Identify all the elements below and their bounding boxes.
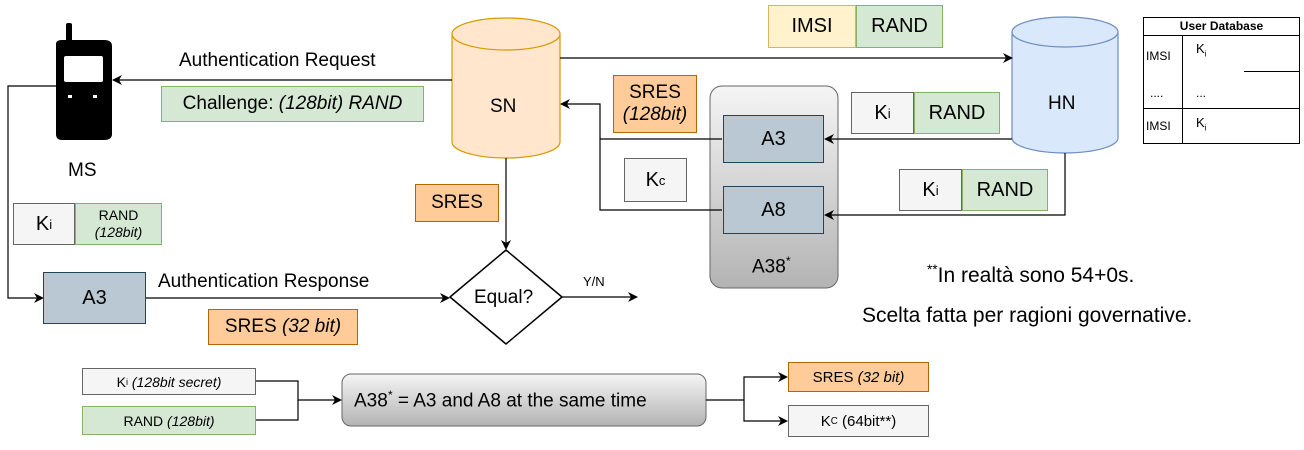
sn-cylinder [451,17,561,159]
challenge-box: Challenge: (128bit) RAND [161,86,424,122]
ms-rand-box: RAND (128bit) [75,203,162,245]
a3-box: A3 [723,115,824,163]
legend-sres-box: SRES (32 bit) [788,362,929,392]
note-line1: **In realtà sono 54+0s. [927,262,1135,287]
ms-label: MS [68,160,97,181]
phone-icon [56,23,112,140]
db-row: IMSI Ki [1144,35,1299,74]
auth-request-label: Authentication Request [179,50,376,71]
sres-sn-box: SRES [415,184,499,222]
rand-a8-box: RAND [962,169,1048,211]
a38-label: A38* [752,254,791,278]
sres-128-box: SRES (128bit) [613,75,697,133]
legend-rand-box: RAND (128bit) [82,406,256,435]
rand-a3-box: RAND [914,92,1000,134]
imsi-box: IMSI [768,5,856,48]
equal-diamond [449,249,563,345]
sres-32-box: SRES (32 bit) [208,309,358,345]
challenge-prefix: Challenge: [182,93,279,114]
auth-response-label: Authentication Response [158,271,370,292]
user-database-title: User Database [1144,18,1299,36]
sn-label: SN [490,96,517,117]
db-row: IMSI Ki [1146,115,1207,133]
yn-label: Y/N [583,274,605,289]
challenge-rand: (128bit) RAND [278,93,403,114]
db-row: .... ... [1150,86,1207,100]
hn-label: HN [1048,93,1076,114]
note-line2: Scelta fatta per ragioni governative. [862,304,1193,327]
rand-top-box: RAND [856,5,943,48]
legend-a38-text: A38* = A3 and A8 at the same time [354,388,647,412]
user-database-table: User Database IMSI Ki .... ... IMSI Ki [1143,17,1300,144]
hn-cylinder [1011,16,1119,154]
a8-box: A8 [723,186,824,234]
equal-label: Equal? [474,287,534,308]
ms-a3-box: A3 [43,272,146,324]
